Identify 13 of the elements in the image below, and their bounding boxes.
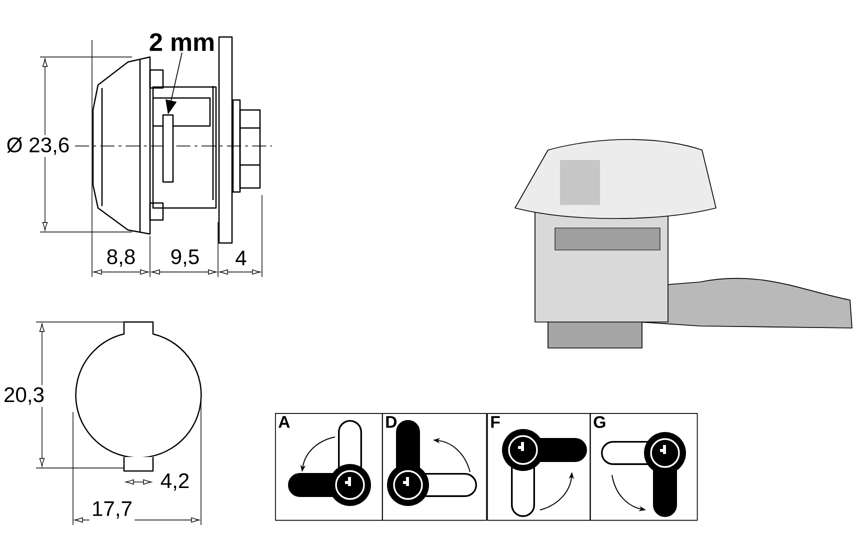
dimension-label: 4,2 — [158, 471, 192, 493]
dimension-label: Ø 23,6 — [4, 134, 72, 157]
dimension-label: 17,7 — [89, 499, 135, 521]
dimension-label: 2 mm — [150, 33, 214, 51]
cam-position-panel: F — [487, 413, 590, 521]
cam-position-panel: G — [590, 413, 698, 521]
cam-position-panel: A — [275, 413, 383, 521]
cam-position-panel: D — [382, 413, 487, 521]
dimension-label: 20,3 — [1, 385, 47, 407]
dimension-label: 4 — [233, 248, 249, 268]
slot-bar — [162, 114, 174, 183]
dimension-label: 8,8 — [104, 247, 138, 269]
dimension-label: 9,5 — [168, 247, 202, 269]
